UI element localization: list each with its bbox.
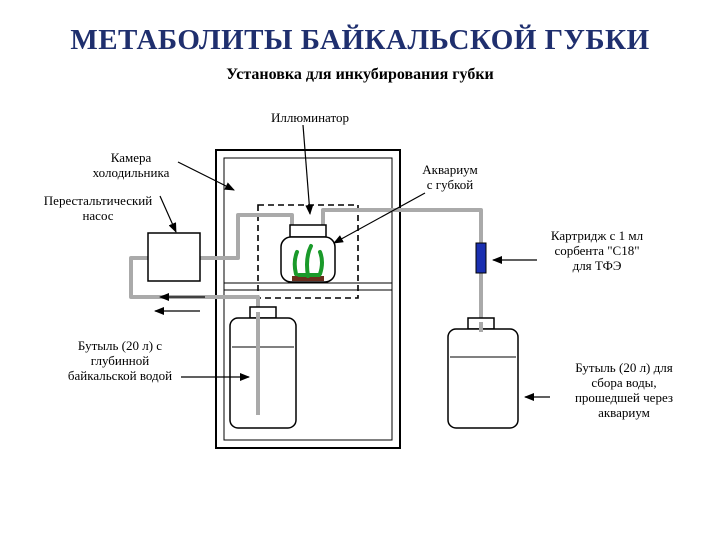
label-peristaltic-pump: Перестальтический насос <box>43 193 153 223</box>
spe-cartridge <box>475 242 487 274</box>
arrow-aquarium <box>333 192 426 244</box>
label-source-bottle: Бутыль (20 л) с глубинной байкальской во… <box>67 338 173 383</box>
arrow-pump <box>159 195 177 233</box>
label-fridge-chamber: Камера холодильника <box>92 150 170 180</box>
source-bottle <box>229 306 297 429</box>
peristaltic-pump <box>147 232 201 282</box>
label-aquarium: Аквариум с губкой <box>422 162 478 192</box>
leader-arrows <box>159 124 550 401</box>
label-collection-bottle: Бутыль (20 л) для сбора воды, прошедшей … <box>574 360 674 420</box>
arrow-illuminator <box>302 124 314 215</box>
label-cartridge: Картридж с 1 мл сорбента "C18" для ТФЭ <box>550 228 644 273</box>
label-illuminator: Иллюминатор <box>271 110 349 125</box>
fridge-shelf <box>223 282 393 291</box>
arrow-fridge-chamber <box>177 161 235 191</box>
diagram-subtitle: Установка для инкубирования губки <box>226 66 494 83</box>
page-title: МЕТАБОЛИТЫ БАЙКАЛЬСКОЙ ГУБКИ <box>70 24 650 56</box>
collection-bottle <box>447 317 519 429</box>
sponge-icon <box>292 244 324 278</box>
aquarium <box>280 224 336 283</box>
